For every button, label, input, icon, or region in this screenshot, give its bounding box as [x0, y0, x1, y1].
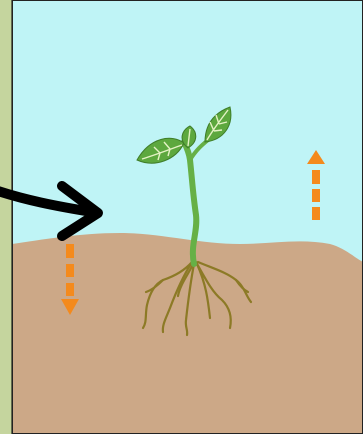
downward-arrow-dash: [66, 264, 74, 277]
downward-arrow-dash: [66, 283, 74, 296]
upward-arrow-dash: [312, 189, 320, 202]
upward-arrow-dash: [312, 170, 320, 184]
upward-arrow-dash: [312, 207, 320, 220]
downward-arrow-dash: [66, 244, 74, 258]
